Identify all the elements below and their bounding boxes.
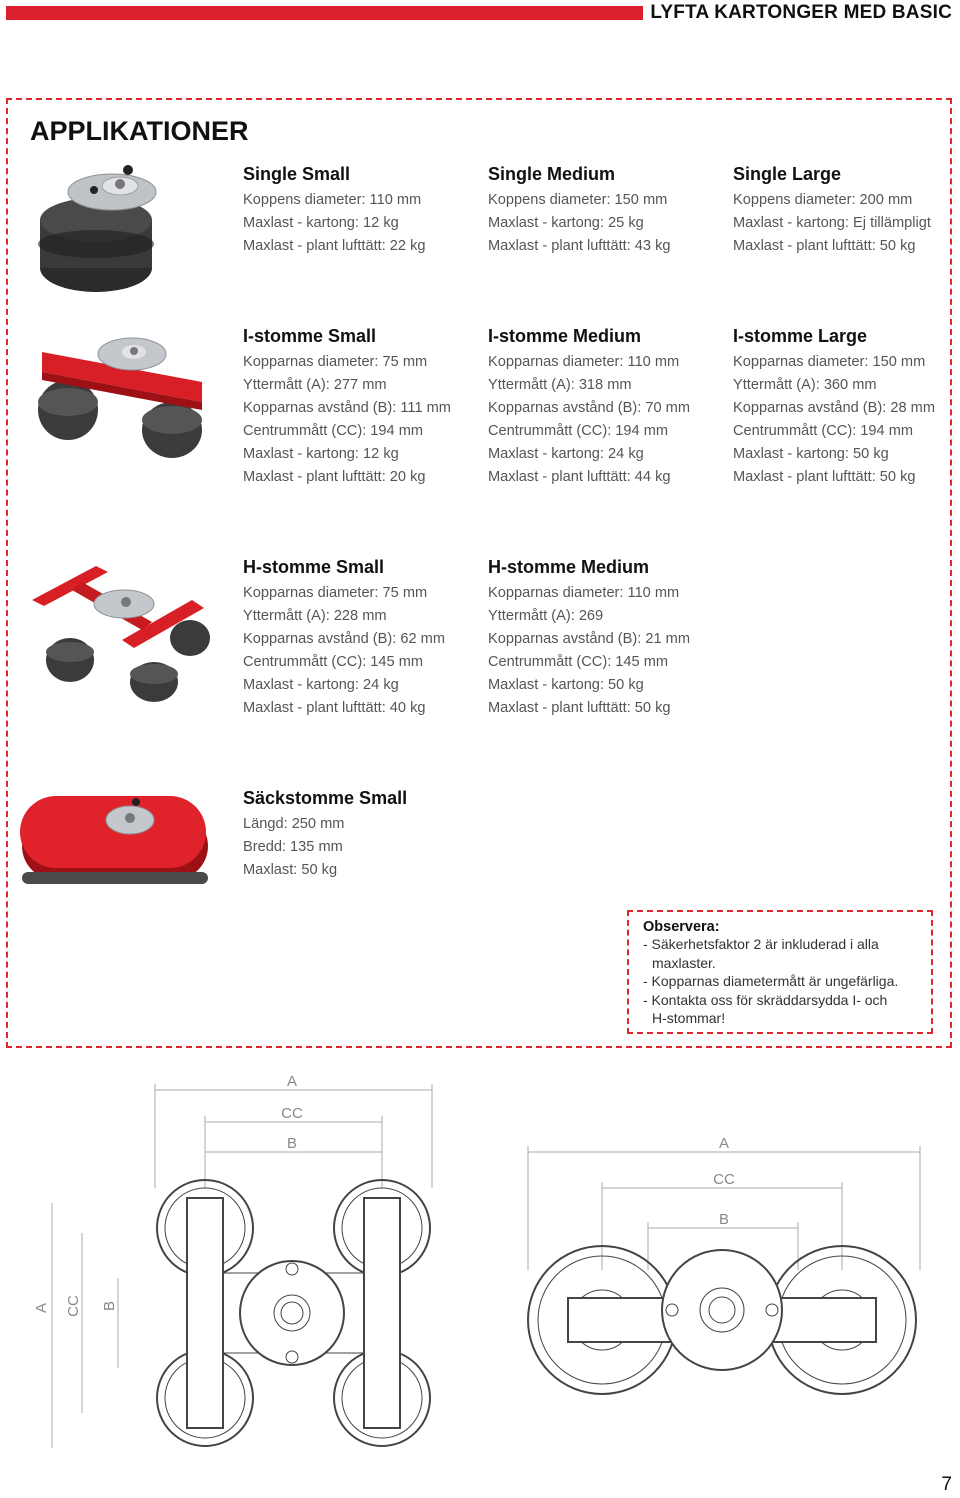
product-name: I-stomme Large bbox=[733, 326, 868, 346]
product-spec: Maxlast - kartong: Ej tillämpligt bbox=[733, 215, 931, 232]
note-line: - Kopparnas diametermått är ungefärliga. bbox=[643, 973, 899, 989]
dimension-label-cc: CC bbox=[281, 1105, 303, 1122]
product-spec: Centrummått (CC): 194 mm bbox=[488, 423, 669, 440]
product-spec: Centrummått (CC): 194 mm bbox=[733, 423, 914, 440]
product-name: Säckstomme Small bbox=[243, 788, 408, 808]
product-h-frame-medium: H-stomme Medium Kopparnas diameter: 110 … bbox=[488, 557, 690, 721]
product-spec: Centrummått (CC): 194 mm bbox=[243, 423, 424, 440]
product-spec: Kopparnas diameter: 75 mm bbox=[243, 354, 428, 370]
h-frame-diagram: A CC B A CC B bbox=[33, 1073, 433, 1448]
product-name: I-stomme Medium bbox=[488, 326, 642, 346]
note-line: - Kontakta oss för skräddarsydda I- och bbox=[643, 991, 888, 1008]
product-spec: Kopparnas diameter: 110 mm bbox=[488, 585, 680, 601]
product-single-large: Single Large Koppens diameter: 200 mm Ma… bbox=[733, 164, 931, 258]
product-spec: Yttermått (A): 360 mm bbox=[733, 377, 877, 394]
product-name: Single Medium bbox=[488, 164, 616, 184]
product-spec: Maxlast - plant lufttätt: 50 kg bbox=[733, 238, 916, 255]
header-accent-bar bbox=[6, 6, 643, 20]
product-name: I-stomme Small bbox=[243, 326, 377, 346]
product-spec: Yttermått (A): 269 bbox=[488, 608, 604, 625]
product-spec: Maxlast - kartong: 12 kg bbox=[243, 446, 399, 463]
product-spec: Kopparnas avstånd (B): 21 mm bbox=[488, 631, 690, 648]
dimension-label-cc-vertical: CC bbox=[65, 1295, 82, 1317]
product-sack-frame-small: Säckstomme Small Längd: 250 mm Bredd: 13… bbox=[243, 788, 407, 882]
product-single-small: Single Small Koppens diameter: 110 mm Ma… bbox=[243, 164, 426, 258]
product-spec: Maxlast - kartong: 25 kg bbox=[488, 215, 644, 232]
note-line: - Säkerhetsfaktor 2 är inkluderad i alla bbox=[643, 936, 879, 952]
product-spec: Maxlast: 50 kg bbox=[243, 862, 338, 879]
product-spec: Yttermått (A): 277 mm bbox=[243, 377, 387, 394]
dimension-label-a: A bbox=[719, 1135, 729, 1152]
product-spec: Kopparnas diameter: 75 mm bbox=[243, 585, 428, 601]
product-spec: Maxlast - plant lufttätt: 44 kg bbox=[488, 469, 671, 486]
product-spec: Kopparnas avstånd (B): 111 mm bbox=[243, 400, 451, 417]
applications-frame bbox=[6, 98, 952, 1048]
note-line: H-stommar! bbox=[652, 1010, 726, 1026]
section-title: APPLIKATIONER bbox=[30, 116, 249, 146]
product-spec: Maxlast - plant lufttätt: 43 kg bbox=[488, 238, 671, 255]
i-frame-small-image bbox=[38, 337, 202, 458]
product-spec: Längd: 250 mm bbox=[243, 816, 345, 832]
product-spec: Koppens diameter: 110 mm bbox=[243, 192, 422, 208]
product-spec: Maxlast - kartong: 12 kg bbox=[243, 215, 399, 232]
product-spec: Kopparnas avstånd (B): 62 mm bbox=[243, 631, 445, 648]
product-spec: Kopparnas avstånd (B): 70 mm bbox=[488, 400, 690, 417]
product-i-frame-medium: I-stomme Medium Kopparnas diameter: 110 … bbox=[488, 326, 690, 490]
dimension-label-b: B bbox=[719, 1211, 729, 1228]
product-spec: Maxlast - plant lufttätt: 50 kg bbox=[488, 700, 671, 717]
product-spec: Maxlast - kartong: 24 kg bbox=[243, 677, 399, 694]
header-title: LYFTA KARTONGER MED BASIC bbox=[650, 2, 952, 23]
product-spec: Maxlast - plant lufttätt: 20 kg bbox=[243, 469, 426, 486]
product-h-frame-small: H-stomme Small Kopparnas diameter: 75 mm… bbox=[243, 557, 445, 721]
product-spec: Kopparnas avstånd (B): 28 mm bbox=[733, 400, 935, 417]
product-spec: Yttermått (A): 228 mm bbox=[243, 608, 387, 625]
h-frame-small-image bbox=[32, 566, 210, 702]
dimension-label-cc: CC bbox=[713, 1171, 735, 1188]
product-spec: Maxlast - plant lufttätt: 50 kg bbox=[733, 469, 916, 486]
dimension-label-b-vertical: B bbox=[101, 1301, 118, 1311]
sack-frame-small-image bbox=[20, 796, 208, 884]
page-number: 7 bbox=[941, 1474, 952, 1495]
product-spec: Yttermått (A): 318 mm bbox=[488, 377, 632, 394]
product-spec: Koppens diameter: 200 mm bbox=[733, 192, 913, 208]
product-spec: Maxlast - kartong: 50 kg bbox=[733, 446, 889, 463]
product-i-frame-large: I-stomme Large Kopparnas diameter: 150 m… bbox=[733, 326, 935, 490]
product-spec: Maxlast - plant lufttätt: 22 kg bbox=[243, 238, 426, 255]
single-small-image bbox=[38, 165, 157, 292]
note-title: Observera: bbox=[643, 919, 720, 935]
product-name: H-stomme Medium bbox=[488, 557, 650, 577]
dimension-label-b: B bbox=[287, 1135, 297, 1152]
product-spec: Maxlast - plant lufttätt: 40 kg bbox=[243, 700, 426, 717]
note-line: maxlaster. bbox=[652, 954, 716, 971]
product-spec: Kopparnas diameter: 150 mm bbox=[733, 354, 926, 370]
product-single-medium: Single Medium Koppens diameter: 150 mm M… bbox=[488, 164, 671, 258]
product-i-frame-small: I-stomme Small Kopparnas diameter: 75 mm… bbox=[243, 326, 451, 490]
product-name: H-stomme Small bbox=[243, 557, 385, 577]
dimension-label-a-vertical: A bbox=[33, 1303, 50, 1313]
i-frame-diagram: A CC B bbox=[527, 1135, 921, 1395]
product-spec: Koppens diameter: 150 mm bbox=[488, 192, 668, 208]
product-spec: Bredd: 135 mm bbox=[243, 839, 343, 856]
product-spec: Centrummått (CC): 145 mm bbox=[243, 654, 424, 671]
dimension-label-a: A bbox=[287, 1073, 297, 1090]
product-spec: Maxlast - kartong: 50 kg bbox=[488, 677, 644, 694]
note-box: Observera: - Säkerhetsfaktor 2 är inklud… bbox=[627, 910, 933, 1034]
product-name: Single Small bbox=[243, 164, 351, 184]
product-name: Single Large bbox=[733, 164, 842, 184]
product-spec: Kopparnas diameter: 110 mm bbox=[488, 354, 680, 370]
product-spec: Maxlast - kartong: 24 kg bbox=[488, 446, 644, 463]
product-spec: Centrummått (CC): 145 mm bbox=[488, 654, 669, 671]
